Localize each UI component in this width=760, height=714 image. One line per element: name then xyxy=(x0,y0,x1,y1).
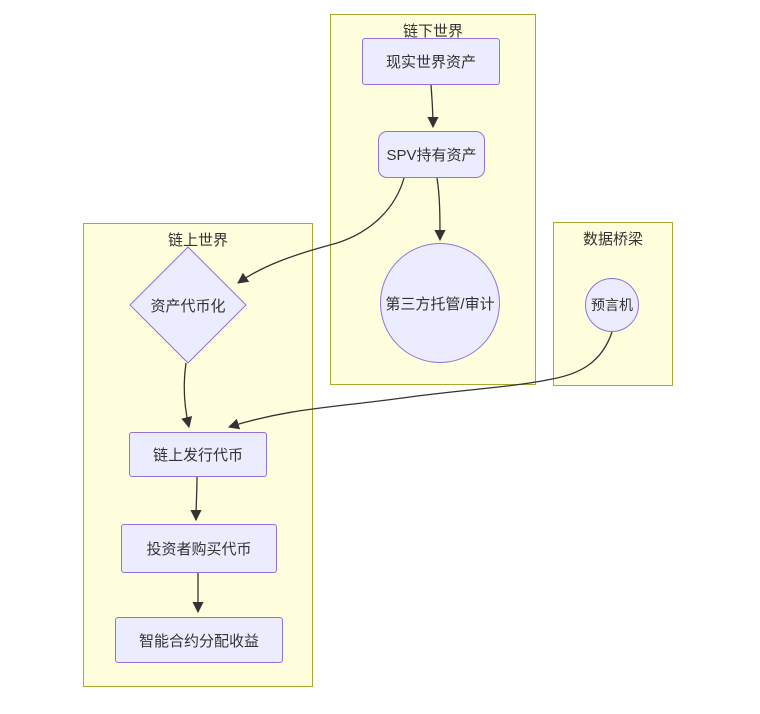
cluster-bridge-title: 数据桥梁 xyxy=(582,231,643,248)
node-issue-tokens-onchain-label: 链上发行代币 xyxy=(152,447,243,464)
cluster-onchain-title: 链上世界 xyxy=(167,232,228,249)
node-spv-holds-assets: SPV持有资产 xyxy=(378,131,485,178)
node-third-party-custody-audit-label: 第三方托管/审计 xyxy=(385,295,495,313)
node-oracle-label: 预言机 xyxy=(591,297,633,313)
node-investors-buy-tokens-label: 投资者购买代币 xyxy=(146,541,252,558)
node-smart-contract-distributes-yield-label: 智能合约分配收益 xyxy=(138,632,259,650)
node-third-party-custody-audit: 第三方托管/审计 xyxy=(380,243,500,363)
node-real-world-assets: 现实世界资产 xyxy=(362,38,500,85)
node-issue-tokens-onchain: 链上发行代币 xyxy=(129,432,267,477)
node-smart-contract-distributes-yield: 智能合约分配收益 xyxy=(115,617,283,663)
node-asset-tokenization-label: 资产代币化 xyxy=(150,297,226,315)
node-investors-buy-tokens: 投资者购买代币 xyxy=(121,524,277,573)
node-asset-tokenization: 资产代币化 xyxy=(129,246,247,364)
cluster-offchain-title: 链下世界 xyxy=(402,23,463,40)
node-spv-holds-assets-label: SPV持有资产 xyxy=(386,147,477,164)
node-oracle: 预言机 xyxy=(585,278,639,332)
node-real-world-assets-label: 现实世界资产 xyxy=(385,54,476,71)
